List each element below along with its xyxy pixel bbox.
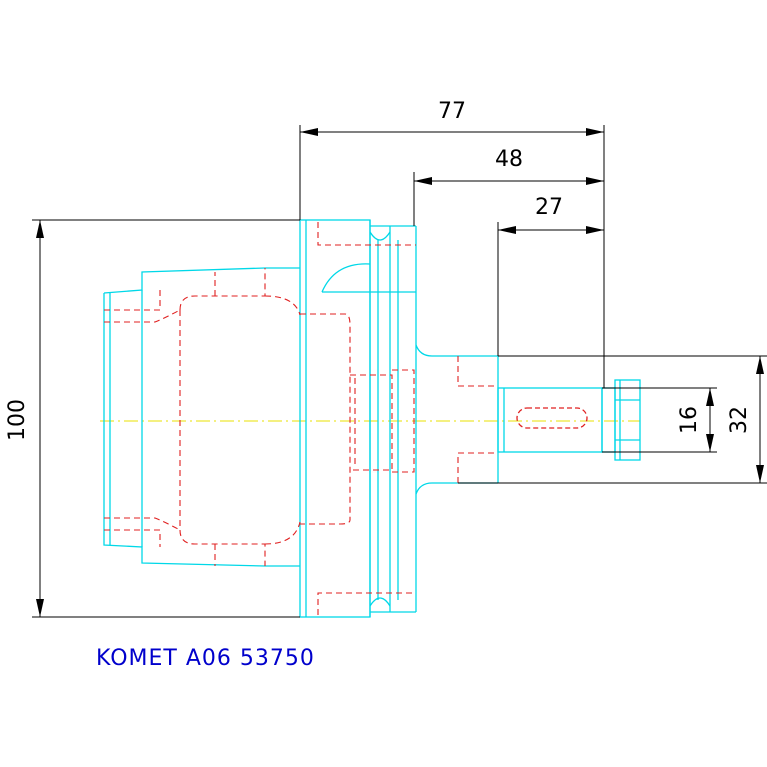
- hidden-lines: [104, 222, 498, 615]
- dim-flange-diameter: 100: [5, 399, 30, 441]
- dim-pin-length: 27: [535, 195, 563, 220]
- part-outline: [103, 219, 641, 618]
- dim-shank-length: 48: [495, 147, 523, 172]
- dim-pin-diameter: 16: [677, 406, 702, 434]
- pin-slot: [516, 407, 588, 429]
- dim-shank-diameter: 32: [727, 406, 752, 434]
- part-caption: KOMET A06 53750: [96, 646, 315, 671]
- dim-overall-length: 77: [438, 99, 466, 124]
- dimension-lines: [32, 125, 767, 618]
